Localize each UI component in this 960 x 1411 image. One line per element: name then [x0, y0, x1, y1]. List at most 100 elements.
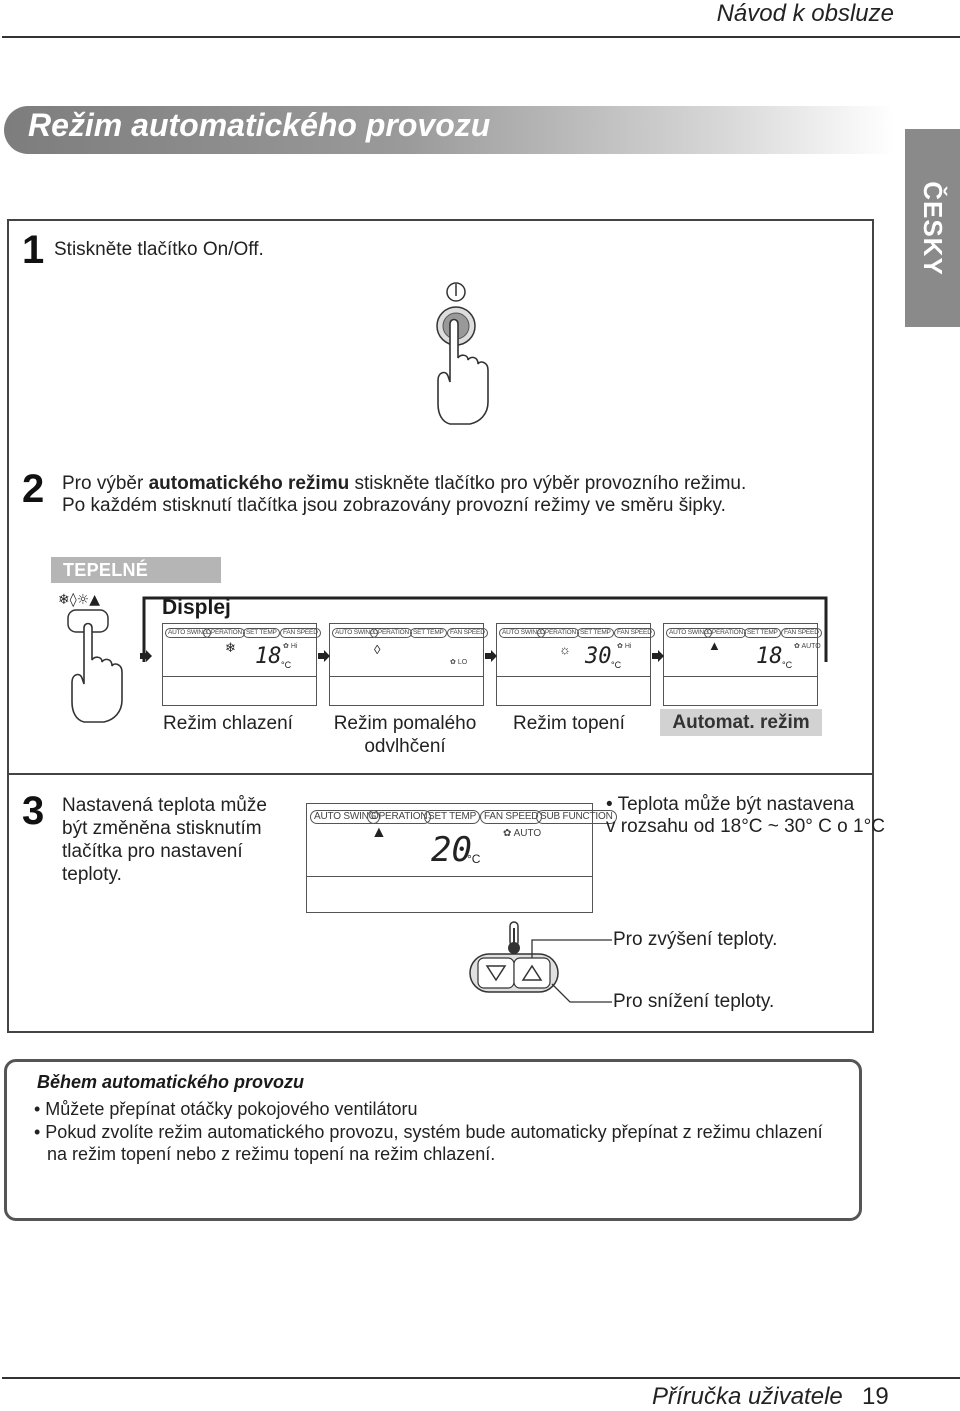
- lcd-tag: FAN SPEED: [447, 628, 488, 638]
- fan-speed-indicator: ✿ Hi: [617, 643, 632, 650]
- mode-button-illustration: ❄◊☼▲: [58, 592, 123, 723]
- caption-auto: Automat. režim: [660, 709, 822, 736]
- range-line-1: • Teplota může být nastavena: [606, 794, 855, 815]
- fan-speed-value: LO: [457, 659, 468, 666]
- lcd-panel-large: AUTO SWING OPERATION SET TEMP FAN SPEED …: [306, 803, 617, 913]
- lcd-panel-heating: AUTO SWING OPERATION SET TEMP FAN SPEED …: [496, 623, 655, 706]
- auto-mode-icon: ▲: [371, 824, 387, 841]
- lcd-divider: [163, 676, 316, 677]
- up-label-connector: [531, 939, 612, 958]
- arrow-right-icon: [140, 650, 152, 662]
- lcd-tag: SET TEMP: [410, 628, 447, 638]
- heat-pump-label: TEPELNÉ ČERPADLO: [51, 557, 221, 607]
- lcd-tag: AUTO SWING: [332, 628, 378, 638]
- lcd-tag: OPERATION: [203, 628, 246, 638]
- step-3-number: 3: [22, 789, 45, 833]
- lcd-tag: FAN SPEED: [280, 628, 321, 638]
- lcd-temperature: 20: [431, 830, 472, 870]
- caption-heating: Režim topení: [513, 713, 625, 734]
- note-bullet-1: • Můžete přepínat otáčky pokojového vent…: [34, 1099, 418, 1119]
- fan-speed-indicator: ✿ Hi: [283, 643, 298, 650]
- lcd-tag: SUB FUNCTION: [536, 810, 617, 824]
- temperature-button-pair: [469, 953, 559, 993]
- temperature-buttons-illustration: [469, 921, 612, 1003]
- fan-speed-value: AUTO: [513, 828, 542, 839]
- lcd-unit: °C: [467, 852, 481, 866]
- decrease-temp-label: Pro snížení teploty.: [613, 991, 775, 1012]
- caption-dehumidify-2: odvlhčení: [364, 736, 446, 757]
- lcd-tag: SET TEMP: [424, 810, 481, 824]
- step-2-number: 2: [22, 467, 45, 511]
- mode-cycle-bracket: [142, 596, 828, 662]
- lcd-tag: OPERATION: [537, 628, 580, 638]
- note-title: Během automatického provozu: [37, 1072, 305, 1092]
- power-button-illustration: [436, 282, 489, 425]
- fan-speed-indicator: ✿ LO: [450, 659, 468, 666]
- increase-temp-label: Pro zvýšení teploty.: [613, 929, 778, 950]
- pointing-hand-icon: [71, 622, 123, 723]
- lcd-panel-cooling: AUTO SWING OPERATION SET TEMP FAN SPEED …: [162, 623, 321, 706]
- lcd-tag: AUTO SWING: [165, 628, 211, 638]
- step-3-line: tlačítka pro nastavení: [62, 841, 243, 862]
- step-3-line: Nastavená teplota může: [62, 795, 267, 816]
- lcd-tag: AUTO SWING: [499, 628, 545, 638]
- language-tab: [905, 129, 960, 327]
- step-2-line-2: Po každém stisknutí tlačítka jsou zobraz…: [62, 495, 726, 516]
- lcd-tag: SET TEMP: [243, 628, 280, 638]
- lcd-unit: °C: [281, 660, 292, 670]
- sun-icon: ☼: [559, 642, 571, 657]
- step-3-line: být změněna stisknutím: [62, 818, 262, 839]
- language-tab-label-wrap: ČESKY: [905, 129, 960, 327]
- lcd-tag: SET TEMP: [744, 628, 781, 638]
- fan-speed-value: Hi: [290, 643, 298, 650]
- droplet-icon: ◊: [374, 642, 381, 657]
- lcd-tag: OPERATION: [704, 628, 747, 638]
- lcd-temperature: 30: [585, 644, 612, 669]
- arrow-right-icon: [485, 650, 497, 662]
- up-arrow-icon: [521, 964, 543, 981]
- lcd-panel-auto: AUTO SWING OPERATION SET TEMP FAN SPEED …: [663, 623, 822, 706]
- step-2-line-1-suffix: stiskněte tlačítko pro výběr provozního …: [349, 473, 747, 494]
- arrow-right-icon: [652, 650, 664, 662]
- section-divider: [9, 773, 873, 775]
- lcd-tag: OPERATION: [367, 810, 432, 824]
- lcd-unit: °C: [611, 660, 622, 670]
- auto-mode-icon: ▲: [708, 638, 721, 653]
- section-title: Režim automatického provozu: [28, 107, 491, 143]
- step-1-number: 1: [22, 228, 45, 272]
- fan-speed-indicator: ✿ AUTO: [503, 828, 542, 839]
- note-box: [4, 1059, 862, 1221]
- step-2-line-1: Pro výběr automatického režimu stiskněte…: [62, 472, 746, 495]
- lcd-divider: [307, 876, 592, 877]
- mode-icons: ❄◊☼▲: [58, 592, 100, 608]
- lcd-tag: FAN SPEED: [614, 628, 655, 638]
- down-label-connector: [551, 983, 612, 1003]
- lcd-temperature: 18: [255, 644, 282, 669]
- step-2-line-1-prefix: Pro výběr: [62, 473, 149, 494]
- lcd-tag: AUTO SWING: [310, 810, 381, 824]
- pointing-hand-icon: [437, 318, 489, 425]
- lcd-divider: [330, 676, 483, 677]
- language-tab-label: ČESKY: [918, 180, 949, 276]
- fan-speed-value: Hi: [624, 643, 632, 650]
- step-2-line-1-bold: automatického režimu: [148, 473, 350, 494]
- page-number: 19: [862, 1383, 889, 1410]
- power-symbol-icon: [446, 282, 466, 302]
- display-label: Displej: [162, 596, 231, 619]
- lcd-tag: SET TEMP: [577, 628, 614, 638]
- arrow-right-icon: [318, 650, 330, 662]
- step-3-line: teploty.: [62, 864, 122, 885]
- caption-dehumidify-1: Režim pomalého: [333, 713, 477, 734]
- snowflake-icon: ❄: [225, 640, 236, 655]
- lcd-tag: FAN SPEED: [781, 628, 822, 638]
- fan-speed-value: AUTO: [801, 643, 821, 650]
- section-title-bar: [4, 106, 894, 154]
- fan-speed-indicator: ✿ AUTO: [794, 643, 821, 650]
- lcd-unit: °C: [782, 660, 793, 670]
- lcd-divider: [664, 676, 817, 677]
- top-rule: [2, 36, 960, 38]
- note-bullet-2-line-1: • Pokud zvolíte režim automatického prov…: [34, 1122, 823, 1142]
- lcd-tag: FAN SPEED: [480, 810, 543, 824]
- bottom-rule: [2, 1377, 960, 1379]
- instructions-box: [7, 219, 874, 1033]
